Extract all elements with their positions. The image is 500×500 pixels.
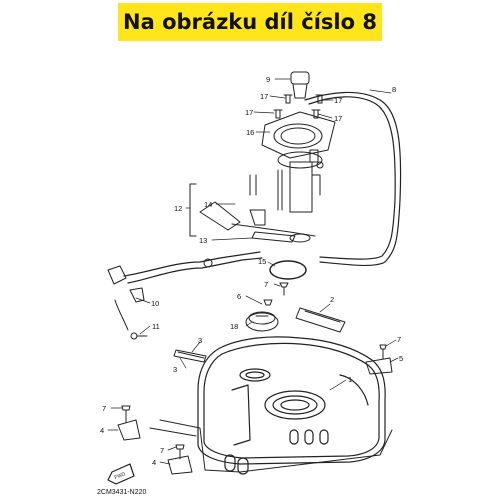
bracket-12 [189, 183, 197, 237]
fuel-tank-part-1[interactable] [197, 336, 386, 475]
callout-14: 14 [204, 200, 212, 209]
callout-6: 6 [237, 292, 241, 301]
callout-labels: 9 8 17 17 17 17 16 12 14 13 15 7 6 2 18 … [100, 75, 403, 467]
fuel-pump-part-12 [249, 149, 324, 213]
fuel-hose-part-10 [107, 251, 263, 331]
gasket-part-15 [269, 260, 307, 280]
sender-part-13 [251, 231, 311, 243]
screw-part-11 [130, 332, 148, 340]
callout-1: 1 [348, 375, 352, 384]
callout-17: 17 [245, 108, 253, 117]
callout-9: 9 [266, 75, 270, 84]
fwd-arrow-icon: FWD [107, 463, 135, 485]
callout-7: 7 [160, 446, 164, 455]
callout-7: 7 [397, 335, 401, 344]
callout-5: 5 [399, 354, 403, 363]
float-arm-part-14 [199, 201, 316, 237]
diagram-code: 2CM3431-N220 [97, 489, 147, 496]
callout-10: 10 [151, 299, 159, 308]
callout-4: 4 [100, 426, 104, 435]
callout-15: 15 [258, 257, 266, 266]
ring-plate-part-16 [261, 111, 336, 159]
callout-3: 3 [198, 336, 202, 345]
fwd-label: FWD [114, 471, 127, 481]
callout-18: 18 [230, 322, 238, 331]
pad-part-3 [173, 349, 207, 363]
callout-17: 17 [334, 114, 342, 123]
callout-7: 7 [264, 280, 268, 289]
pad-part-2 [295, 307, 346, 333]
callout-4: 4 [152, 458, 156, 467]
callout-3: 3 [173, 365, 177, 374]
bracket-part-4-left [117, 405, 141, 441]
callout-12: 12 [174, 204, 182, 213]
tank-frame [149, 419, 393, 473]
callout-8: 8 [392, 85, 396, 94]
title-banner: Na obrázku díl číslo 8 [118, 3, 382, 41]
cap-part-9 [290, 71, 310, 99]
callout-17: 17 [334, 96, 342, 105]
fuel-cap-part-18 [245, 311, 279, 332]
callout-2: 2 [330, 295, 334, 304]
leader-lines [107, 78, 399, 465]
breather-hose-part-8[interactable] [304, 91, 402, 267]
banner-title: Na obrázku díl číslo 8 [123, 10, 377, 34]
bracket-part-4-lower [167, 444, 193, 475]
bracket-part-5 [365, 344, 393, 375]
callout-13: 13 [199, 236, 207, 245]
callout-17: 17 [260, 92, 268, 101]
bolt-part-7-upper [279, 282, 289, 296]
callout-11: 11 [152, 322, 160, 331]
bolt-group-17 [273, 94, 325, 119]
bolt-part-6 [263, 299, 273, 306]
callout-7: 7 [102, 404, 106, 413]
callout-16: 16 [246, 128, 254, 137]
